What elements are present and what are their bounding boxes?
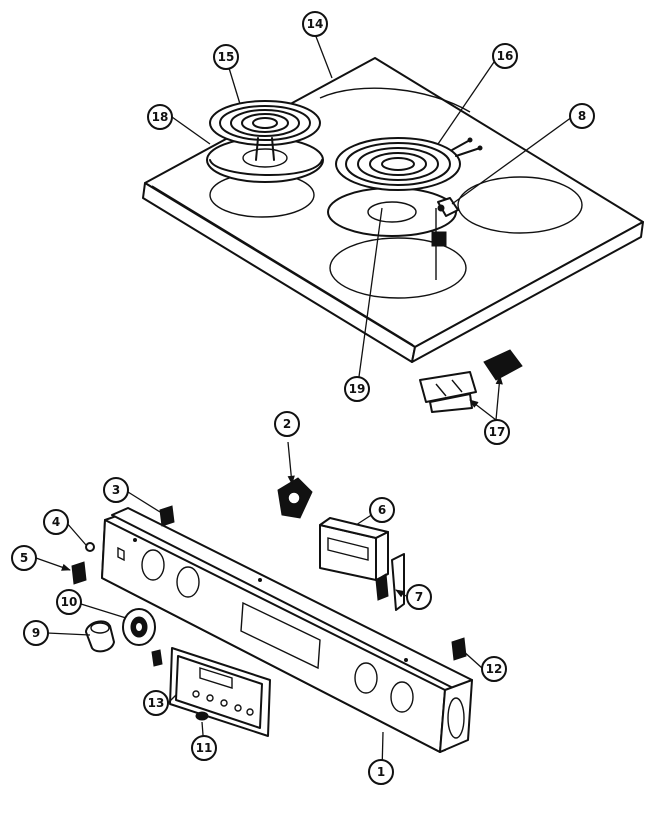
knob-dial-skirt: [122, 608, 156, 646]
callout-4: 4: [43, 509, 69, 535]
screw: [85, 542, 95, 552]
callout-12: 12: [481, 656, 507, 682]
callout-2: 2: [274, 411, 300, 437]
callout-1-label: 1: [377, 765, 385, 779]
callout-14: 14: [302, 11, 328, 37]
callout-5-label: 5: [20, 551, 28, 565]
callout-7: 7: [406, 584, 432, 610]
surface-element-large: [335, 137, 483, 280]
callout-16: 16: [492, 43, 518, 69]
callout-19: 19: [344, 376, 370, 402]
callout-3: 3: [103, 477, 129, 503]
callout-14-label: 14: [307, 17, 324, 31]
callout-6: 6: [369, 497, 395, 523]
callout-10: 10: [56, 589, 82, 615]
callout-17: 17: [484, 419, 510, 445]
callout-18: 18: [147, 104, 173, 130]
push-button: [195, 711, 209, 721]
callout-7-label: 7: [415, 590, 423, 604]
touch-control-overlay: [151, 647, 271, 737]
callout-13: 13: [143, 690, 169, 716]
callout-8-label: 8: [578, 109, 586, 123]
clock-timer: [319, 517, 389, 601]
surface-element-small: [209, 100, 321, 161]
callout-11-label: 11: [196, 741, 213, 755]
end-cap: [451, 637, 467, 661]
callout-19-label: 19: [349, 382, 366, 396]
callout-18-label: 18: [152, 110, 169, 124]
callout-3-label: 3: [112, 483, 120, 497]
callout-9-label: 9: [32, 626, 40, 640]
clock-bracket: [391, 553, 405, 611]
callout-2-label: 2: [283, 417, 291, 431]
callout-16-label: 16: [497, 49, 514, 63]
infinite-switch: [277, 477, 313, 519]
control-knob: [85, 620, 115, 653]
callout-4-label: 4: [52, 515, 60, 529]
callout-12-label: 12: [486, 662, 503, 676]
callout-13-label: 13: [148, 696, 165, 710]
callout-6-label: 6: [378, 503, 386, 517]
element-receptacle-block: [419, 349, 523, 413]
callout-15: 15: [213, 44, 239, 70]
callout-9: 9: [23, 620, 49, 646]
callout-1: 1: [368, 759, 394, 785]
switch-bracket: [159, 505, 175, 527]
callout-8: 8: [569, 103, 595, 129]
callout-10-label: 10: [61, 595, 78, 609]
leader-lines: [35, 33, 573, 773]
callout-5: 5: [11, 545, 37, 571]
control-panel-backguard: [101, 507, 473, 753]
callout-11: 11: [191, 735, 217, 761]
callout-17-label: 17: [489, 425, 506, 439]
push-switch: [71, 561, 87, 585]
callout-15-label: 15: [218, 50, 235, 64]
